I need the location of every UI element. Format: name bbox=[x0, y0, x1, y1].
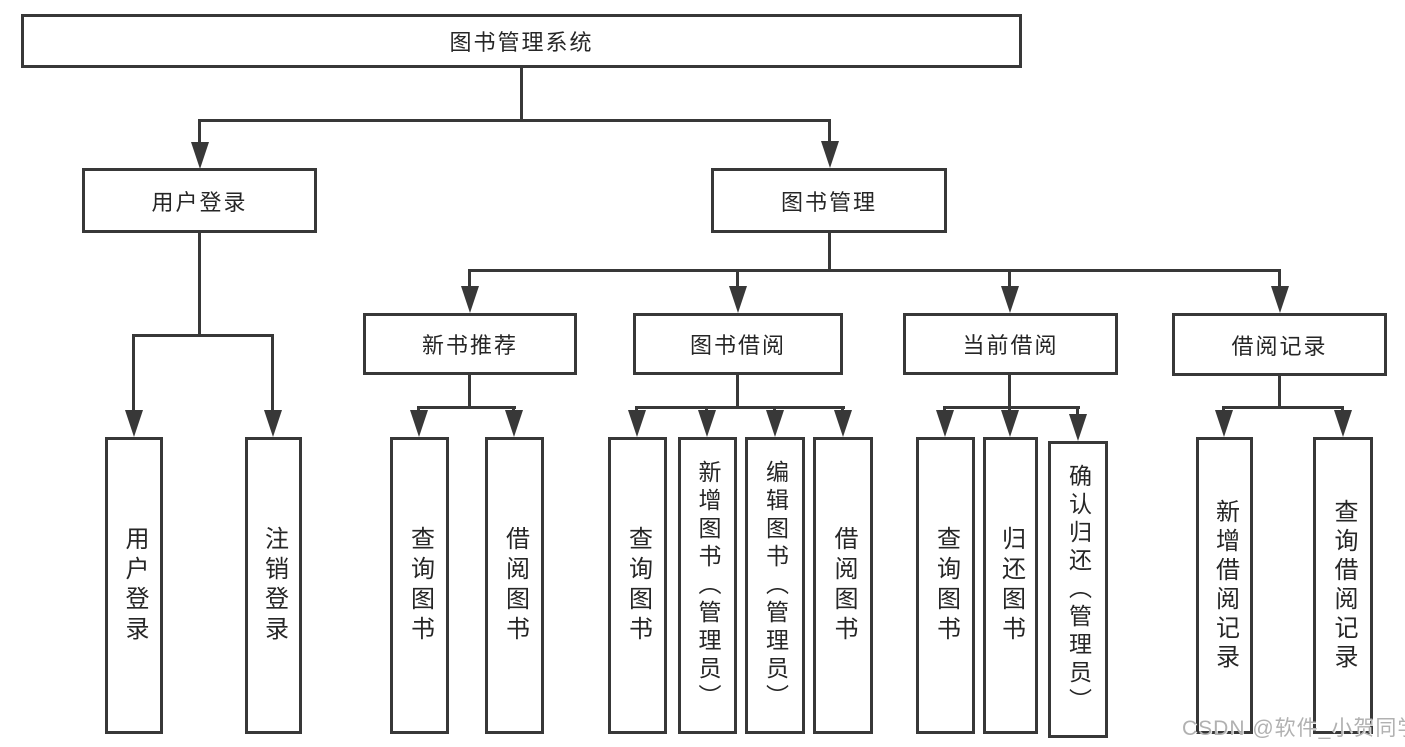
arrowhead bbox=[505, 410, 523, 437]
arrowhead bbox=[1001, 410, 1019, 437]
arrowhead bbox=[729, 286, 747, 313]
leaf-label: 借阅图书 bbox=[830, 525, 857, 646]
node-new-book-recommend: 新书推荐 bbox=[363, 313, 577, 375]
connector-stem bbox=[1008, 406, 1011, 413]
leaf-logout: 注销登录 bbox=[245, 437, 302, 734]
connector-stem bbox=[828, 119, 831, 145]
leaf-return-book: 归还图书 bbox=[983, 437, 1038, 734]
leaf-label: 查询借阅记录 bbox=[1330, 498, 1357, 673]
leaf-label: 确认归还（管理员） bbox=[1065, 463, 1092, 716]
connector-stem bbox=[943, 406, 946, 413]
leaf-confirm-return-admin: 确认归还（管理员） bbox=[1048, 441, 1108, 738]
connector-stem bbox=[1076, 406, 1079, 416]
leaf-add-book-admin: 新增图书（管理员） bbox=[678, 437, 737, 734]
connector-stem bbox=[635, 406, 638, 413]
node-root: 图书管理系统 bbox=[21, 14, 1022, 68]
connector-stem bbox=[468, 375, 471, 409]
arrowhead bbox=[1001, 286, 1019, 313]
connector-stem bbox=[1278, 376, 1281, 409]
leaf-label: 查询图书 bbox=[932, 525, 960, 646]
connector-stem bbox=[773, 406, 776, 413]
leaf-label: 新增图书（管理员） bbox=[695, 459, 721, 712]
node-book-management: 图书管理 bbox=[711, 168, 947, 233]
connector-stem bbox=[1341, 406, 1344, 413]
connector-stem bbox=[705, 406, 708, 413]
connector-user-login-split bbox=[132, 334, 274, 337]
node-book-borrowing-label: 图书借阅 bbox=[689, 333, 786, 358]
node-root-label: 图书管理系统 bbox=[449, 30, 594, 55]
leaf-edit-book-admin: 编辑图书（管理员） bbox=[745, 437, 805, 734]
arrowhead bbox=[461, 286, 479, 313]
node-book-management-label: 图书管理 bbox=[780, 189, 877, 215]
connector-book-management-stem bbox=[828, 233, 831, 271]
leaf-user-login: 用户登录 bbox=[105, 437, 163, 734]
connector-level2-split bbox=[468, 269, 1281, 272]
node-current-borrowing-label: 当前借阅 bbox=[962, 333, 1059, 358]
connector-root-stem bbox=[520, 68, 523, 120]
arrowhead bbox=[766, 410, 784, 437]
node-borrowing-records-label: 借阅记录 bbox=[1231, 333, 1328, 359]
connector-stem bbox=[1278, 269, 1281, 289]
connector-stem bbox=[736, 375, 739, 409]
arrowhead bbox=[936, 410, 954, 437]
connector-stem bbox=[512, 406, 515, 413]
connector-split bbox=[417, 406, 516, 409]
arrowhead bbox=[1215, 410, 1233, 437]
arrowhead bbox=[821, 141, 839, 168]
leaf-borrowing-borrow-books: 借阅图书 bbox=[813, 437, 873, 734]
arrowhead bbox=[264, 410, 282, 437]
arrowhead bbox=[125, 410, 143, 437]
node-new-book-recommend-label: 新书推荐 bbox=[421, 333, 518, 358]
connector-stem bbox=[841, 406, 844, 413]
connector-stem bbox=[417, 406, 420, 413]
arrowhead bbox=[1271, 286, 1289, 313]
node-book-borrowing: 图书借阅 bbox=[633, 313, 843, 375]
arrowhead bbox=[834, 410, 852, 437]
csdn-watermark: CSDN @软件_小贺同学 bbox=[1182, 717, 1405, 740]
leaf-label: 查询图书 bbox=[406, 525, 434, 646]
connector-stem bbox=[271, 334, 274, 412]
leaf-recommend-borrow-books: 借阅图书 bbox=[485, 437, 544, 734]
arrowhead bbox=[191, 142, 209, 169]
connector-level1-split bbox=[198, 119, 831, 122]
connector-stem bbox=[198, 119, 201, 145]
connector-stem bbox=[1008, 375, 1011, 409]
connector-stem bbox=[736, 269, 739, 289]
leaf-query-borrow-record: 查询借阅记录 bbox=[1313, 437, 1373, 734]
leaf-label: 借阅图书 bbox=[501, 525, 529, 646]
leaf-label: 归还图书 bbox=[997, 525, 1025, 646]
connector-stem bbox=[132, 334, 135, 412]
connector-user-login-stem bbox=[198, 233, 201, 337]
leaf-label: 用户登录 bbox=[121, 525, 148, 646]
leaf-recommend-query-books: 查询图书 bbox=[390, 437, 449, 734]
arrowhead bbox=[1334, 410, 1352, 437]
arrowhead bbox=[628, 410, 646, 437]
connector-stem bbox=[1008, 269, 1011, 289]
arrowhead bbox=[1069, 414, 1087, 441]
leaf-add-borrow-record: 新增借阅记录 bbox=[1196, 437, 1253, 734]
connector-split bbox=[943, 406, 1080, 409]
connector-stem bbox=[1222, 406, 1225, 413]
leaf-label: 查询图书 bbox=[624, 525, 652, 646]
node-current-borrowing: 当前借阅 bbox=[903, 313, 1118, 375]
arrowhead bbox=[698, 410, 716, 437]
leaf-borrowing-query-books: 查询图书 bbox=[608, 437, 667, 734]
leaf-current-query-books: 查询图书 bbox=[916, 437, 975, 734]
node-user-login: 用户登录 bbox=[82, 168, 317, 233]
connector-split bbox=[1222, 406, 1344, 409]
leaf-label: 注销登录 bbox=[260, 525, 288, 646]
node-borrowing-records: 借阅记录 bbox=[1172, 313, 1387, 376]
connector-split bbox=[635, 406, 845, 409]
node-user-login-label: 用户登录 bbox=[151, 189, 248, 215]
connector-stem bbox=[468, 269, 471, 289]
leaf-label: 编辑图书（管理员） bbox=[762, 459, 789, 712]
arrowhead bbox=[410, 410, 428, 437]
leaf-label: 新增借阅记录 bbox=[1211, 498, 1239, 673]
